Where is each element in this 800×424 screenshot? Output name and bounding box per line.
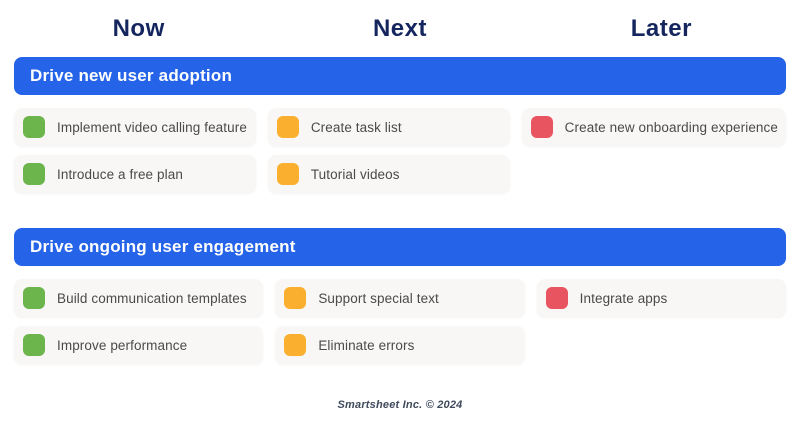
category-color-icon (276, 163, 299, 185)
roadmap-page: Now Next Later Drive new user adoption I… (0, 14, 800, 411)
category-color-icon (23, 334, 45, 356)
category-color-icon (276, 116, 299, 138)
lane-cards-grid: Implement video calling feature Introduc… (14, 108, 786, 193)
roadmap-card[interactable]: Improve performance (14, 326, 264, 364)
column-header-now: Now (112, 15, 165, 42)
lane-cards-grid: Build communication templates Improve pe… (14, 279, 786, 364)
roadmap-card[interactable]: Integrate apps (536, 279, 786, 317)
card-label: Introduce a free plan (57, 166, 183, 182)
category-color-icon (284, 334, 307, 356)
category-color-icon (530, 116, 553, 138)
roadmap-card[interactable]: Tutorial videos (267, 155, 510, 193)
lane-column-later: Create new onboarding experience (521, 108, 786, 146)
card-label: Create new onboarding experience (564, 119, 778, 135)
lane-column-later: Integrate apps (536, 279, 786, 317)
lane-title: Drive new user adoption (30, 66, 233, 85)
category-color-icon (545, 287, 568, 309)
card-label: Implement video calling feature (57, 119, 247, 135)
card-label: Build communication templates (57, 290, 247, 306)
roadmap-card[interactable]: Create task list (267, 108, 510, 146)
card-label: Tutorial videos (310, 166, 400, 182)
roadmap-card[interactable]: Eliminate errors (275, 326, 525, 364)
lane-column-now: Build communication templates Improve pe… (14, 279, 264, 364)
category-color-icon (284, 287, 307, 309)
category-color-icon (23, 287, 45, 309)
lane-title: Drive ongoing user engagement (30, 237, 296, 256)
lane-column-next: Create task list Tutorial videos (267, 108, 510, 193)
lane-header-bar: Drive new user adoption (14, 57, 786, 95)
timeline-columns-header: Now Next Later (14, 14, 786, 44)
card-label: Create task list (310, 119, 402, 135)
roadmap-card[interactable]: Create new onboarding experience (521, 108, 786, 146)
roadmap-card[interactable]: Introduce a free plan (14, 155, 256, 193)
lane-header-bar: Drive ongoing user engagement (14, 228, 786, 266)
copyright-text: Smartsheet Inc. © 2024 (337, 399, 463, 411)
roadmap-card[interactable]: Implement video calling feature (14, 108, 256, 146)
lane-ongoing-user-engagement: Drive ongoing user engagement Build comm… (14, 228, 786, 364)
category-color-icon (23, 116, 45, 138)
column-header-later: Later (630, 15, 692, 42)
card-label: Integrate apps (579, 290, 668, 306)
category-color-icon (23, 163, 45, 185)
roadmap-card[interactable]: Build communication templates (14, 279, 264, 317)
card-label: Eliminate errors (318, 337, 415, 353)
column-header-next: Next (372, 15, 427, 42)
lane-column-now: Implement video calling feature Introduc… (14, 108, 256, 193)
lane-column-next: Support special text Eliminate errors (275, 279, 525, 364)
lane-new-user-adoption: Drive new user adoption Implement video … (14, 57, 786, 193)
roadmap-card[interactable]: Support special text (275, 279, 525, 317)
card-label: Improve performance (57, 337, 188, 353)
card-label: Support special text (318, 290, 439, 306)
